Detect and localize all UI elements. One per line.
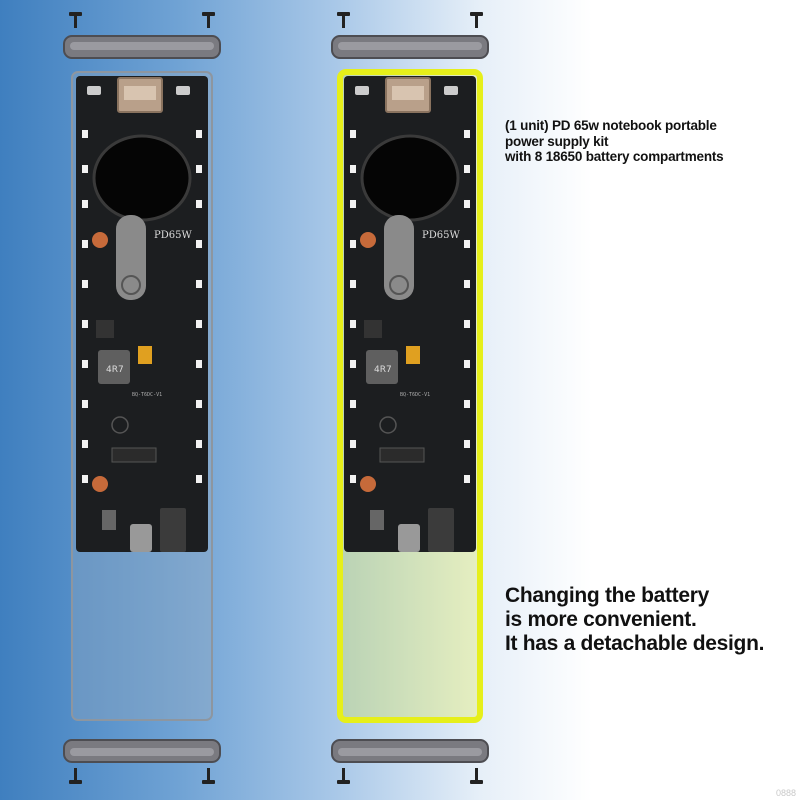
power-button [116, 215, 146, 300]
inductor-label: 4R7 [374, 365, 392, 375]
power-bank-gray: PD65W 4R7 BQ-T6DC-V1 [62, 0, 222, 800]
inductor [366, 350, 398, 384]
caption-line: with 8 18650 battery compartments [505, 149, 724, 164]
display-screen [92, 134, 192, 222]
usb-c-port [398, 524, 420, 552]
board-code: BQ-T6DC-V1 [400, 392, 430, 398]
headline-line: It has a detachable design. [505, 632, 765, 655]
product-caption: (1 unit) PD 65w notebook portable power … [505, 118, 785, 165]
power-button [384, 215, 414, 300]
screw-icon [69, 12, 215, 28]
dc-port [160, 508, 186, 552]
caption-line: (1 unit) PD 65w notebook portable [505, 118, 717, 133]
board-label: PD65W [154, 230, 192, 241]
headline-line: is more convenient. [505, 608, 697, 631]
watermark: 0888 [775, 788, 796, 798]
usb-c-port [130, 524, 152, 552]
led-indicators [82, 130, 202, 483]
power-bank-yellow: PD65W 4R7 BQ-T6DC-V1 [330, 0, 490, 800]
inductor [98, 350, 130, 384]
caption-line: power supply kit [505, 133, 609, 149]
dc-port [428, 508, 454, 552]
screw-icon [69, 768, 215, 784]
headline-line: Changing the battery [505, 584, 710, 607]
board-code: BQ-T6DC-V1 [132, 392, 162, 398]
feature-headline: Changing the battery is more convenient.… [505, 584, 795, 656]
screw-icon [337, 768, 483, 784]
led-indicators [350, 130, 470, 483]
screw-icon [337, 12, 483, 28]
display-screen [360, 134, 460, 222]
board-label: PD65W [422, 230, 460, 241]
inductor-label: 4R7 [106, 365, 124, 375]
